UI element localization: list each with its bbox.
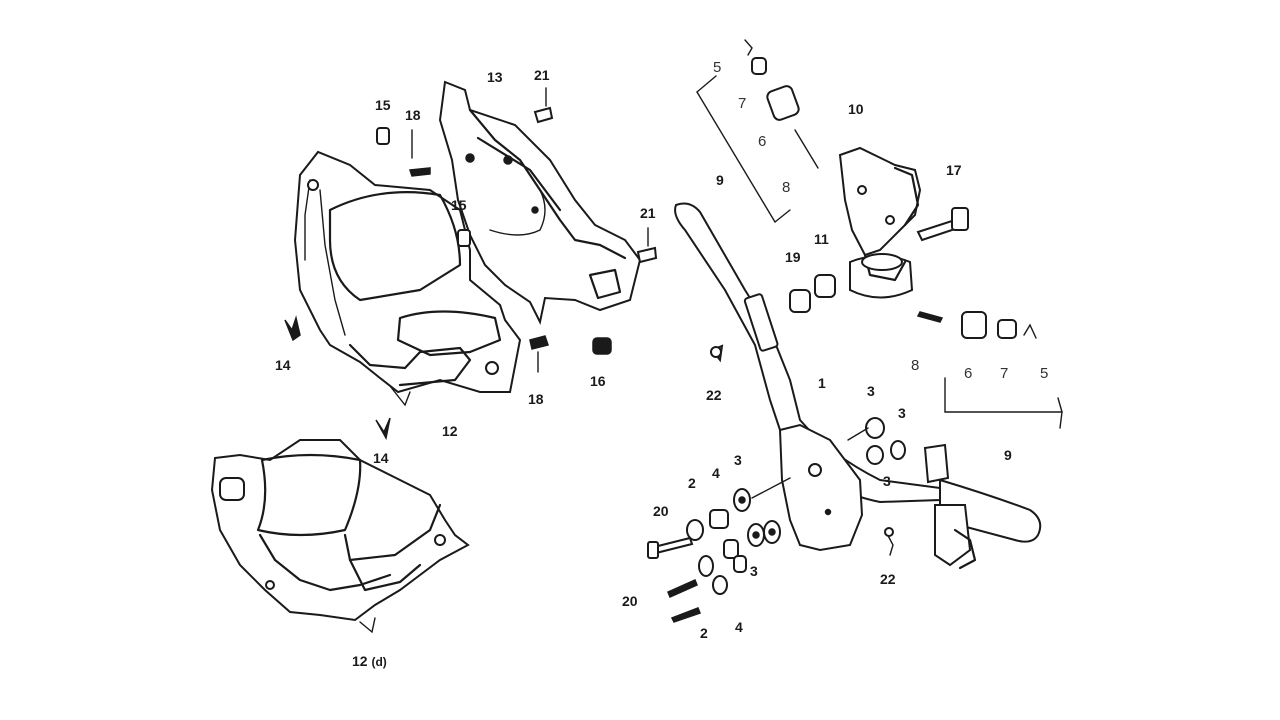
label-12d: 12 (d) (352, 653, 387, 669)
label-21: 21 (640, 205, 656, 221)
label-8: 8 (782, 179, 790, 196)
collar-part-19 (789, 289, 811, 313)
label-10: 10 (848, 101, 864, 117)
label-18: 18 (405, 107, 421, 123)
screw-part-8-right (916, 311, 944, 323)
mounting-bracket-part-10 (838, 146, 922, 299)
grip-weight-part-6-right (961, 311, 987, 339)
label-5: 5 (1040, 365, 1048, 382)
label-7: 7 (738, 95, 746, 112)
label-3: 3 (750, 563, 758, 579)
cap-part-11 (814, 274, 836, 298)
label-6: 6 (964, 365, 972, 382)
hardware-set (284, 39, 1063, 623)
label-3: 3 (883, 473, 891, 489)
label-18: 18 (528, 391, 544, 407)
label-9: 9 (716, 172, 724, 188)
spacer-part-7-right (997, 319, 1017, 339)
label-15: 15 (375, 97, 391, 113)
label-19: 19 (785, 249, 801, 265)
grip-weight-part-6-top (766, 85, 800, 121)
label-13: 13 (487, 69, 503, 85)
label-3: 3 (898, 405, 906, 421)
label-5: 5 (713, 59, 721, 76)
label-16: 16 (590, 373, 606, 389)
label-11: 11 (814, 231, 829, 247)
label-14: 14 (275, 357, 291, 373)
label-6: 6 (758, 133, 766, 150)
label-8: 8 (911, 357, 919, 374)
lower-cover-part-12d (210, 439, 470, 634)
rear-handlebar-cover-part-13 (438, 80, 642, 326)
label-3: 3 (867, 383, 875, 399)
part-number-labels: 1 2 2 3 3 3 3 3 4 4 5 5 6 6 7 7 8 8 9 9 … (275, 59, 1048, 669)
label-4: 4 (735, 619, 743, 635)
label-9: 9 (1004, 447, 1012, 463)
label-2: 2 (688, 475, 696, 491)
screw-part-5-right (1023, 323, 1037, 339)
label-14: 14 (373, 450, 389, 466)
label-22: 22 (706, 387, 722, 403)
label-4: 4 (712, 465, 720, 481)
screw-part-8-top (794, 129, 819, 169)
handlebar-part-1 (674, 202, 1042, 570)
label-21: 21 (534, 67, 550, 83)
bolt-part-17 (916, 207, 969, 242)
label-3: 3 (734, 452, 742, 468)
label-15: 15 (451, 197, 467, 213)
label-20: 20 (653, 503, 669, 519)
label-17: 17 (946, 162, 962, 178)
screw-part-5-top (744, 39, 753, 56)
label-7: 7 (1000, 365, 1008, 382)
label-12: 12 (442, 423, 458, 439)
front-handlebar-cover-part-12 (293, 150, 522, 407)
label-2: 2 (700, 625, 708, 641)
label-1: 1 (818, 375, 826, 391)
label-20: 20 (622, 593, 638, 609)
spacer-part-7-top (751, 57, 767, 75)
label-22: 22 (880, 571, 896, 587)
